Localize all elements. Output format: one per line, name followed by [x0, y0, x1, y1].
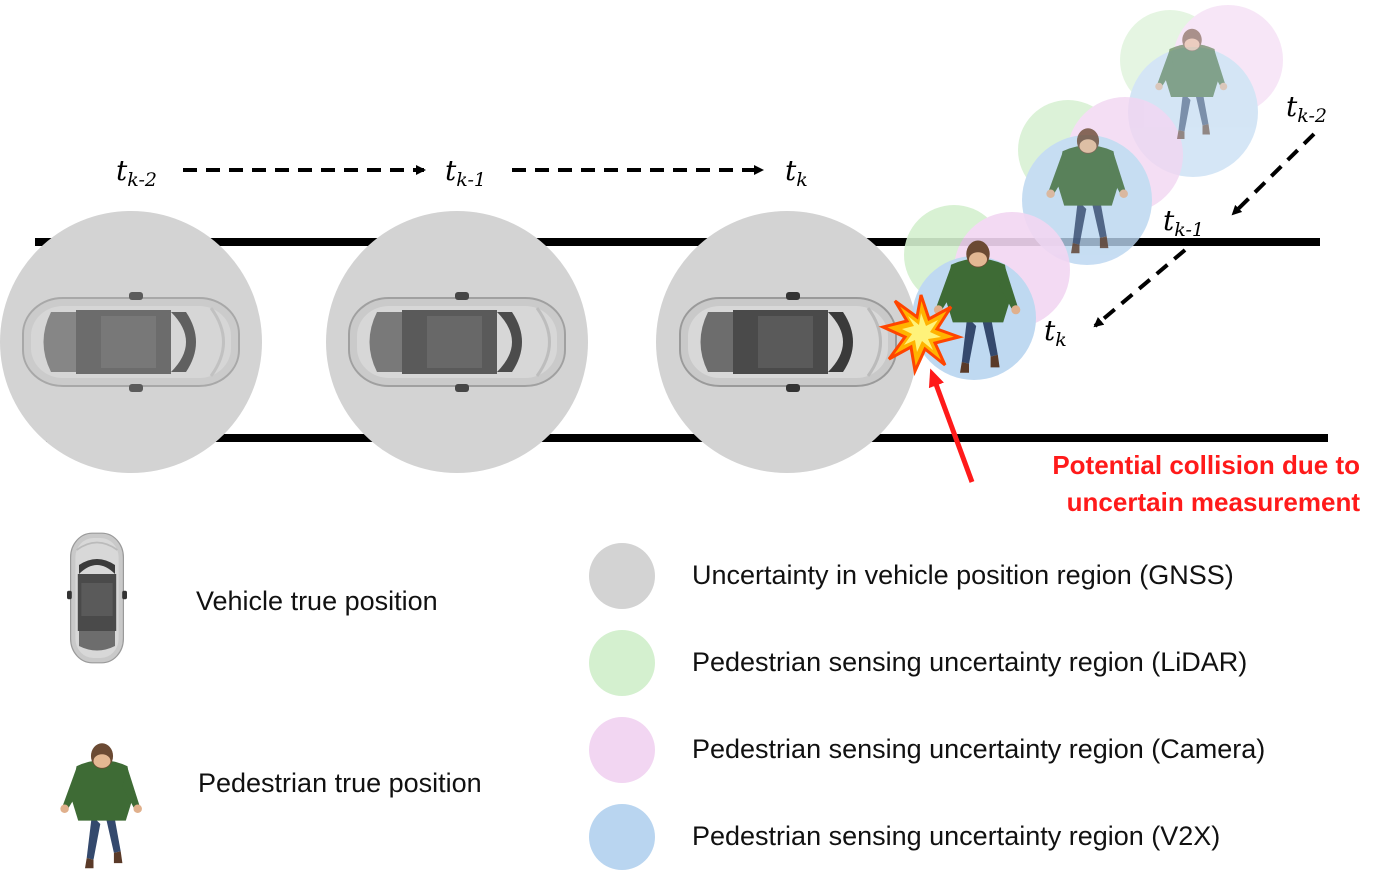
- vehicle-time-label-k: tk: [785, 154, 808, 191]
- collision-caption: Potential collision due to uncertain mea…: [960, 447, 1360, 521]
- car-icon: [347, 290, 567, 394]
- legend-gnss-label: Uncertainty in vehicle position region (…: [692, 560, 1234, 590]
- legend-gnss-swatch: [589, 543, 655, 609]
- pedestrian-time-label-k1: tk-1: [1163, 204, 1204, 241]
- collision-caption-line2: uncertain measurement: [1066, 487, 1360, 517]
- vehicle-time-label-k1: tk-1: [445, 154, 486, 191]
- car-icon: [21, 290, 241, 394]
- collision-arrow: [928, 368, 975, 483]
- legend-camera-swatch: [589, 717, 655, 783]
- pedestrian-time-label-k: tk: [1044, 314, 1067, 351]
- car-icon: [678, 290, 898, 394]
- pedestrian-time-arrow: [1231, 132, 1316, 216]
- pedestrian-time-label-k2: tk-2: [1286, 90, 1327, 127]
- legend-v2x-swatch: [589, 804, 655, 870]
- legend-vehicle-true-label: Vehicle true position: [196, 586, 438, 616]
- pedestrian-time-arrow: [1093, 248, 1187, 328]
- legend-car-icon: [66, 532, 128, 664]
- legend-lidar-swatch: [589, 630, 655, 696]
- legend-v2x-label: Pedestrian sensing uncertainty region (V…: [692, 821, 1221, 851]
- legend-lidar-label: Pedestrian sensing uncertainty region (L…: [692, 647, 1248, 677]
- legend-camera-label: Pedestrian sensing uncertainty region (C…: [692, 734, 1266, 764]
- legend-pedestrian-true-label: Pedestrian true position: [198, 768, 482, 798]
- collision-caption-line1: Potential collision due to: [1052, 450, 1360, 480]
- vehicle-time-label-k2: tk-2: [116, 154, 157, 191]
- legend-pedestrian-icon: [60, 743, 142, 869]
